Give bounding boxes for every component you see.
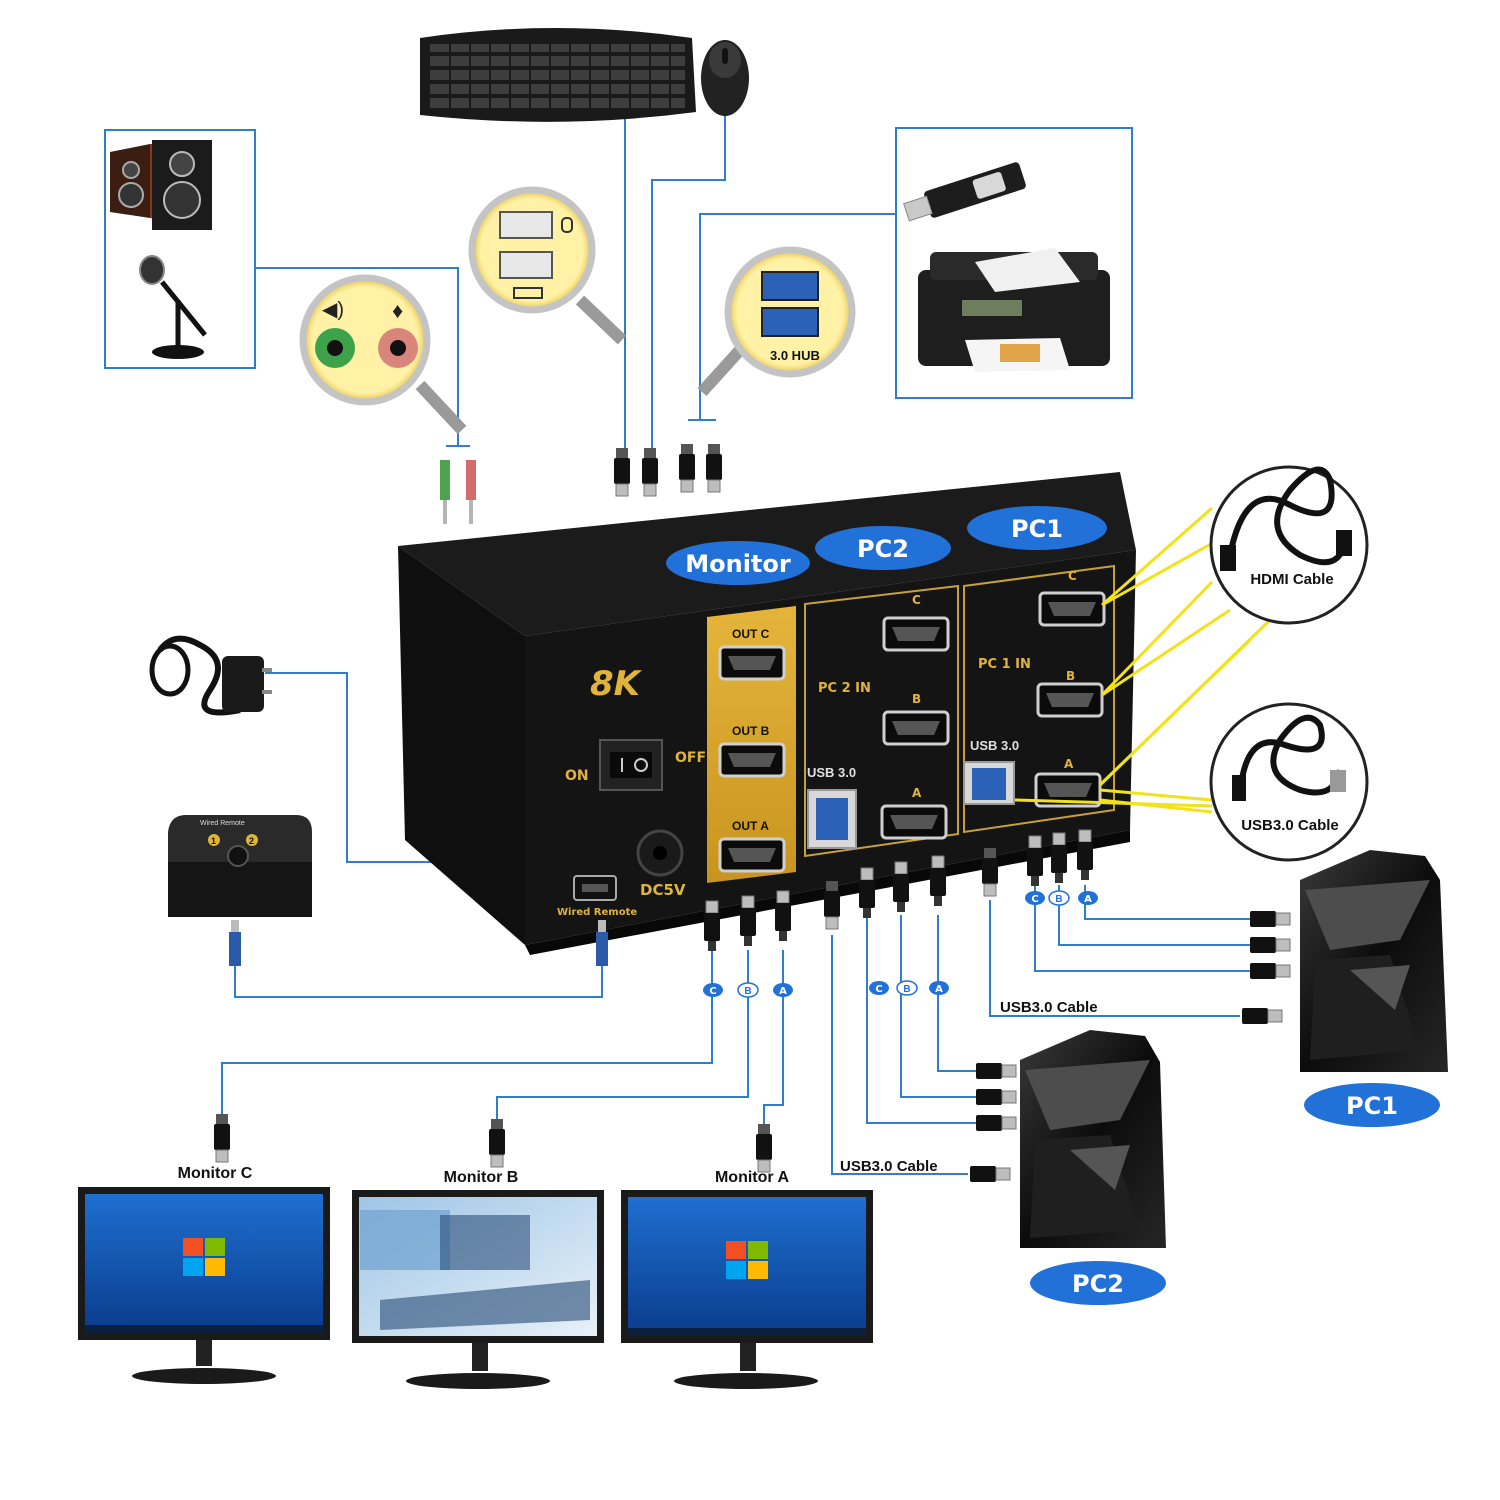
monitor-b-label: Monitor B — [444, 1169, 519, 1186]
wired-remote-port-label: Wired Remote — [557, 907, 637, 918]
pc2-plugs — [969, 1062, 1017, 1183]
svg-text:C: C — [875, 984, 882, 995]
pc2-port-c[interactable] — [882, 616, 950, 652]
audio-jack-magnifier: ◀) ♦ — [299, 274, 467, 435]
pc1-input-panel — [963, 564, 1115, 834]
pc2-pill: PC2 — [1030, 1261, 1166, 1305]
svg-text:PC1: PC1 — [1011, 515, 1063, 543]
hub-label: 3.0 HUB — [770, 348, 820, 363]
badge-8k: 8K — [590, 664, 643, 704]
microphone-icon — [139, 255, 207, 359]
pc1-port-a-letter: A — [1064, 757, 1074, 771]
pc2-usb30-cable-label: USB3.0 Cable — [840, 1158, 938, 1175]
usb-drive-icon — [903, 162, 1026, 222]
svg-text:A: A — [1084, 894, 1092, 905]
svg-text:PC1: PC1 — [1346, 1092, 1398, 1120]
svg-text:C: C — [1031, 894, 1038, 905]
connection-beams — [1014, 506, 1272, 814]
power-adapter-icon — [149, 635, 272, 716]
section-pill-pc1: PC1 — [967, 506, 1107, 550]
remote-button-1-label: 1 — [211, 836, 216, 846]
remote-label: Wired Remote — [200, 820, 245, 827]
monitor-a: Monitor A — [621, 1169, 873, 1389]
dc-label: DC5V — [640, 881, 686, 899]
pc2-port-b[interactable] — [882, 710, 950, 746]
windows-desktop-screen — [85, 1194, 323, 1333]
monitor-a-label: Monitor A — [715, 1169, 790, 1186]
svg-text:B: B — [1055, 894, 1062, 905]
pc1-usb30-label: USB 3.0 — [970, 738, 1019, 753]
keyboard-icon — [420, 28, 696, 122]
pc1-tower — [1300, 850, 1448, 1072]
svg-text:Monitor: Monitor — [685, 550, 791, 578]
usb-hub-magnifier: 3.0 HUB — [697, 246, 856, 397]
svg-text:A: A — [779, 986, 787, 997]
hdmi-cable-label: HDMI Cable — [1250, 571, 1333, 588]
pc1-in-label: PC 1 IN — [978, 657, 1031, 672]
svg-text:PC2: PC2 — [1072, 1270, 1124, 1298]
section-pill-pc2: PC2 — [815, 526, 951, 570]
pc1-port-c[interactable] — [1038, 591, 1106, 627]
pc2-input-panel — [804, 584, 959, 858]
off-label: OFF — [675, 750, 706, 766]
usb30-cable-label: USB3.0 Cable — [1241, 817, 1339, 834]
pc1-usb30-cable-label: USB3.0 Cable — [1000, 999, 1098, 1016]
svg-text:A: A — [935, 984, 943, 995]
pc1-port-c-letter: C — [1068, 569, 1077, 583]
windows-logo-icon — [183, 1238, 225, 1276]
pc2-port-c-letter: C — [912, 593, 921, 607]
pc2-usb30-label: USB 3.0 — [807, 765, 856, 780]
svg-text:C: C — [709, 986, 716, 997]
svg-text:PC2: PC2 — [857, 535, 909, 563]
pc1-plugs — [1241, 910, 1291, 1025]
remote-button-2-label: 2 — [249, 836, 254, 846]
printer-icon — [918, 248, 1110, 372]
svg-text:B: B — [744, 986, 751, 997]
pc1-port-b-letter: B — [1066, 669, 1075, 683]
svg-text:◀): ◀) — [322, 299, 344, 321]
mouse-icon — [701, 40, 749, 116]
windows-logo-icon — [726, 1241, 768, 1279]
hdmi-cable-callout: HDMI Cable — [1209, 465, 1369, 625]
out-b-label: OUT B — [732, 724, 770, 738]
on-label: ON — [565, 768, 589, 784]
out-c-label: OUT C — [732, 627, 770, 641]
out-a-label: OUT A — [732, 819, 769, 833]
cable-lines — [221, 115, 1250, 1175]
pc2-cable-tags: C B A — [869, 980, 949, 996]
pc1-cable-tags: C B A — [1025, 890, 1098, 906]
monitor-c-label: Monitor C — [178, 1165, 253, 1182]
monitor-b: Monitor B — [352, 1169, 604, 1389]
pc2-tower — [1020, 1030, 1166, 1248]
audio-plugs — [440, 460, 476, 524]
usb30-cable-callout: USB3.0 Cable — [1209, 702, 1369, 862]
wired-remote[interactable]: Wired Remote 1 2 — [168, 815, 312, 917]
usb-port-magnifier — [468, 186, 627, 345]
monitor-plugs — [213, 1113, 773, 1173]
svg-text:♦: ♦ — [392, 298, 403, 323]
out-a-port[interactable] — [718, 837, 786, 873]
remote-switch-button[interactable] — [227, 845, 249, 867]
windows-desktop-screen — [628, 1197, 866, 1336]
pc2-port-a[interactable] — [880, 804, 948, 840]
section-pill-monitor: Monitor — [666, 541, 810, 585]
svg-text:B: B — [903, 984, 910, 995]
pc2-port-b-letter: B — [912, 692, 921, 706]
out-c-port[interactable] — [718, 645, 786, 681]
pc1-pill: PC1 — [1304, 1083, 1440, 1127]
remote-plugs — [229, 920, 608, 966]
pc1-port-b[interactable] — [1036, 682, 1104, 718]
pc2-port-a-letter: A — [912, 786, 922, 800]
monitor-c: Monitor C — [78, 1165, 330, 1384]
top-usb-plugs — [613, 443, 723, 497]
out-b-port[interactable] — [718, 742, 786, 778]
monitor-cable-tags: C B A — [703, 982, 793, 998]
speaker-icon — [110, 140, 212, 230]
pc2-in-label: PC 2 IN — [818, 681, 871, 696]
